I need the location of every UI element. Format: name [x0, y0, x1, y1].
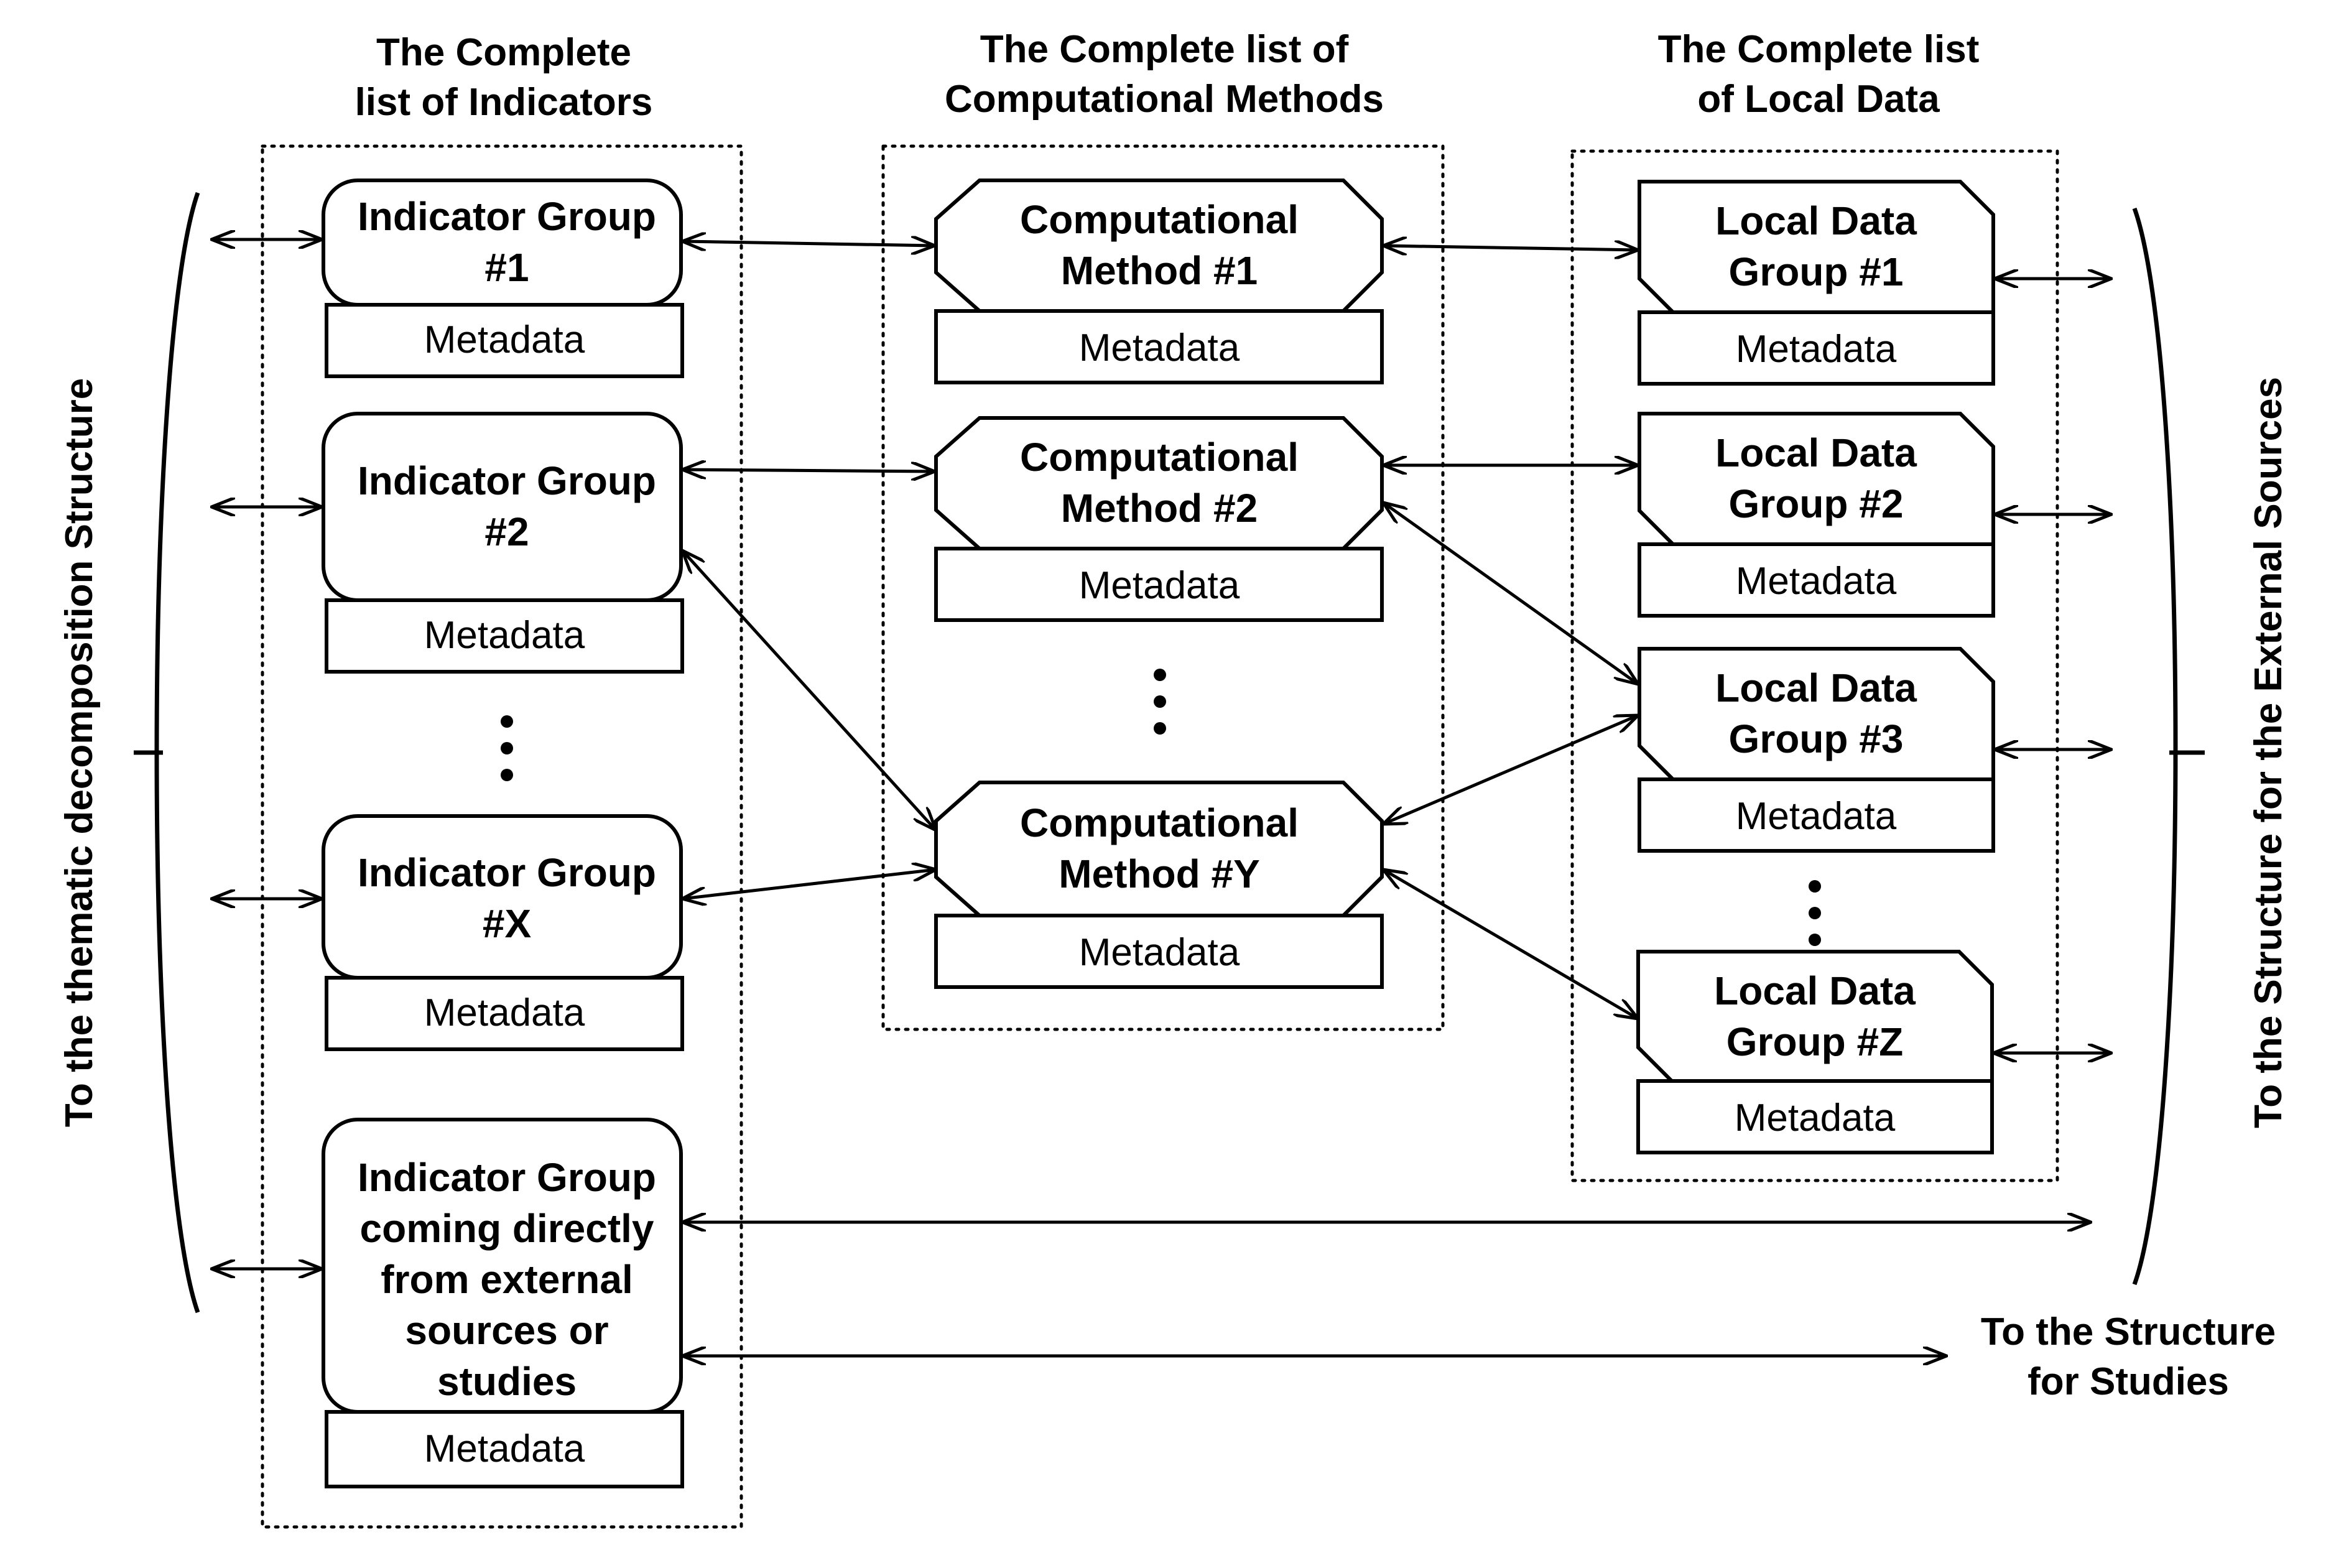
metadata-label: Metadata: [1079, 931, 1240, 974]
computational-method-y: Computational Method #Y: [934, 781, 1384, 917]
metadata-label: Metadata: [1736, 328, 1897, 371]
method-2-line1: Computational: [1020, 435, 1299, 480]
metadata-label: Metadata: [424, 1427, 585, 1470]
method-y-line1: Computational: [1020, 800, 1299, 845]
indicator-group-x-line1: Indicator Group: [358, 850, 656, 895]
local-data-1-line1: Local Data: [1715, 198, 1917, 243]
local-data-group-1-metadata: Metadata: [1638, 310, 1995, 386]
left-side-label: To the thematic decomposition Structure: [58, 378, 101, 1128]
local-data-2-line2: Group #2: [1729, 481, 1904, 526]
local-data-ellipsis: [1809, 880, 1821, 946]
indicators-header-line2: list of Indicators: [355, 81, 653, 124]
local-data-header-line2: of Local Data: [1697, 78, 1940, 121]
local-data-3-line2: Group #3: [1729, 717, 1904, 761]
arrow-cmy-ld3: [1383, 715, 1638, 824]
methods-ellipsis: [1154, 669, 1166, 735]
local-data-header-line1: The Complete list: [1658, 28, 1980, 71]
computational-method-2: Computational Method #2: [934, 416, 1384, 550]
metadata-label: Metadata: [1736, 795, 1897, 838]
indicator-group-external-line5: studies: [437, 1359, 577, 1404]
indicator-group-1-metadata: Metadata: [325, 303, 684, 378]
local-data-group-3: Local Data Group #3: [1638, 647, 1995, 781]
local-data-z-line1: Local Data: [1714, 968, 1916, 1013]
indicators-list-frame: [261, 144, 743, 1529]
metadata-label: Metadata: [1735, 1097, 1896, 1139]
arrow-cmy-ldz: [1383, 870, 1638, 1019]
computational-method-1: Computational Method #1: [934, 179, 1384, 313]
local-data-group-z-metadata: Metadata: [1636, 1079, 1994, 1154]
local-data-1-line2: Group #1: [1729, 249, 1904, 294]
methods-header-line2: Computational Methods: [945, 78, 1384, 121]
indicator-group-2: Indicator Group #2: [322, 412, 683, 602]
computational-method-2-metadata: Metadata: [934, 547, 1384, 622]
metadata-label: Metadata: [1079, 327, 1240, 369]
indicator-group-external-line3: from external: [381, 1257, 633, 1302]
arrow-ig1-cm1: [682, 241, 935, 246]
right-side-label: To the Structure for the External Source…: [2247, 377, 2290, 1128]
local-data-group-z: Local Data Group #Z: [1636, 950, 1994, 1083]
indicator-group-external: Indicator Group coming directly from ext…: [322, 1118, 683, 1414]
indicator-group-2-metadata: Metadata: [325, 598, 684, 674]
arrow-ig2-cmy: [682, 550, 936, 830]
local-data-group-2: Local Data Group #2: [1638, 412, 1995, 546]
arrow-cm2-ld3: [1383, 503, 1638, 684]
indicator-group-x: Indicator Group #X: [322, 814, 683, 980]
computational-method-y-metadata: Metadata: [934, 914, 1384, 989]
method-1-line2: Method #1: [1061, 248, 1258, 293]
indicator-group-external-line1: Indicator Group: [358, 1155, 656, 1200]
indicator-group-external-metadata: Metadata: [325, 1410, 684, 1488]
method-2-line2: Method #2: [1061, 486, 1258, 531]
computational-method-1-metadata: Metadata: [934, 309, 1384, 384]
method-y-line2: Method #Y: [1059, 851, 1260, 896]
indicator-group-1: Indicator Group #1: [322, 179, 683, 307]
local-data-group-3-metadata: Metadata: [1638, 777, 1995, 853]
metadata-label: Metadata: [424, 991, 585, 1034]
indicator-group-2-line2: #2: [484, 509, 529, 554]
metadata-label: Metadata: [1736, 560, 1897, 603]
indicator-group-1-line2: #1: [484, 245, 529, 290]
studies-label-line2: for Studies: [2027, 1360, 2229, 1403]
local-data-group-2-metadata: Metadata: [1638, 542, 1995, 618]
studies-label-line1: To the Structure: [1981, 1311, 2276, 1353]
right-bracket: [2132, 207, 2178, 1286]
metadata-label: Metadata: [424, 614, 585, 657]
local-data-3-line1: Local Data: [1715, 666, 1917, 710]
indicators-ellipsis: [501, 715, 513, 781]
local-data-list-frame: [1570, 149, 2059, 1182]
indicator-group-x-metadata: Metadata: [325, 976, 684, 1051]
metadata-label: Metadata: [1079, 564, 1240, 607]
indicator-group-1-line1: Indicator Group: [358, 194, 656, 239]
local-data-z-line2: Group #Z: [1726, 1019, 1903, 1064]
indicator-group-x-line2: #X: [483, 901, 532, 946]
arrow-ig2-cm2: [682, 470, 935, 471]
local-data-group-1: Local Data Group #1: [1638, 180, 1995, 314]
indicator-group-external-line4: sources or: [405, 1308, 608, 1353]
indicator-group-external-line2: coming directly: [360, 1206, 654, 1251]
method-1-line1: Computational: [1020, 197, 1299, 242]
local-data-2-line1: Local Data: [1715, 430, 1917, 475]
methods-header-line1: The Complete list of: [980, 28, 1349, 71]
arrow-cm1-ld1: [1383, 246, 1638, 250]
indicator-group-2-line1: Indicator Group: [358, 458, 656, 503]
metadata-label: Metadata: [424, 318, 585, 361]
arrow-igx-cmy: [682, 870, 936, 899]
indicators-header-line1: The Complete: [376, 31, 631, 74]
